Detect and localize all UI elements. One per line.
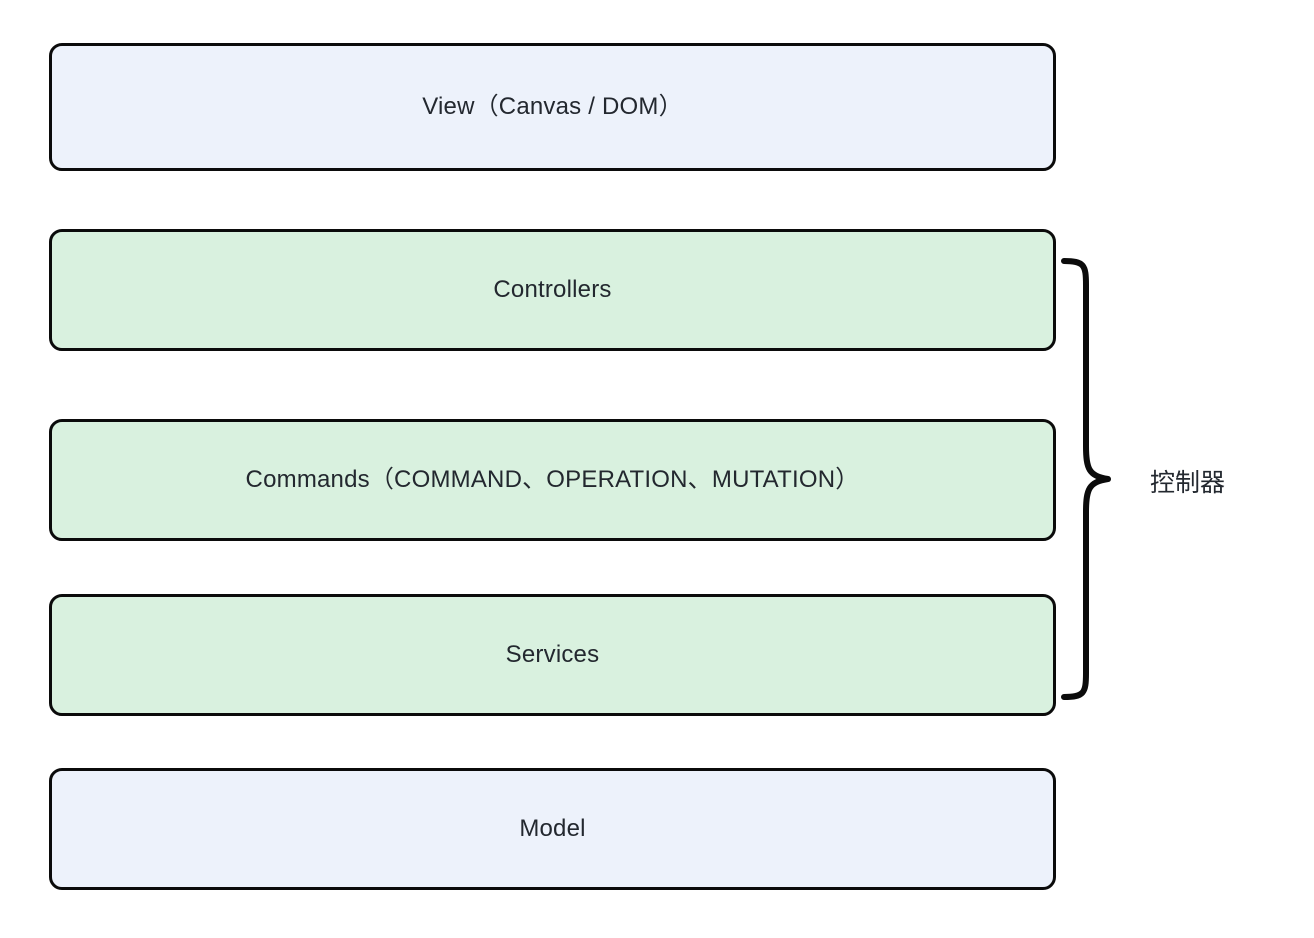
layer-box-view[interactable]: View（Canvas / DOM） <box>49 43 1056 171</box>
layer-label-controllers: Controllers <box>493 275 612 303</box>
layer-box-model[interactable]: Model <box>49 768 1056 890</box>
group-label-controller: 控制器 <box>1150 469 1226 497</box>
layer-label-services: Services <box>505 640 600 668</box>
layer-label-commands: Commands（COMMAND、OPERATION、MUTATION） <box>245 465 860 493</box>
layer-label-model: Model <box>519 814 586 842</box>
layer-label-view: View（Canvas / DOM） <box>422 92 683 120</box>
layer-box-controllers[interactable]: Controllers <box>49 229 1056 351</box>
layer-box-services[interactable]: Services <box>49 594 1056 716</box>
curly-brace-icon <box>1061 258 1122 700</box>
layer-box-commands[interactable]: Commands（COMMAND、OPERATION、MUTATION） <box>49 419 1056 541</box>
